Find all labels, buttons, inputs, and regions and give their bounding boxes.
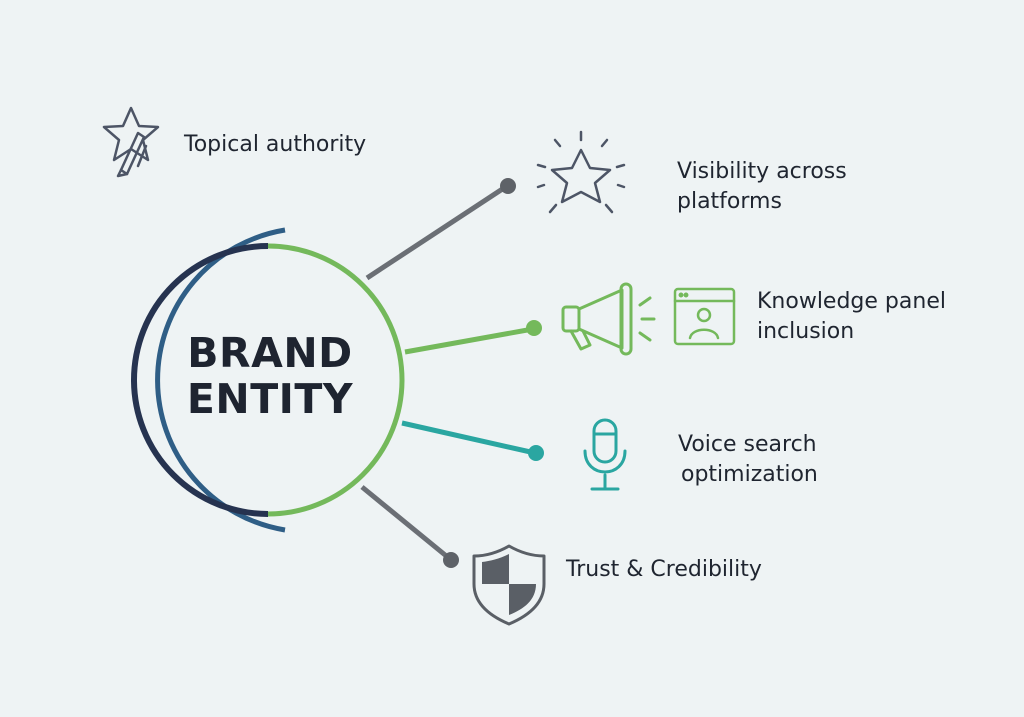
connector-visibility	[365, 183, 509, 281]
connector-dot-voice	[528, 445, 544, 461]
label-knowledge-panel: Knowledge panel inclusion	[757, 287, 946, 347]
topical-authority-text: Topical authority	[184, 132, 367, 157]
knowledge-text-line-1: Knowledge panel	[757, 289, 946, 314]
microphone-icon	[583, 418, 627, 491]
visibility-text-line-2: platforms	[677, 189, 782, 214]
connector-trust	[360, 485, 452, 561]
label-voice-search: Voice search optimization	[678, 430, 818, 490]
connector-knowledge	[404, 326, 534, 355]
visibility-text-line-1: Visibility across	[677, 159, 847, 184]
profile-panel-icon	[673, 287, 736, 346]
trust-text: Trust & Credibility	[566, 557, 762, 582]
shield-icon	[472, 544, 546, 626]
center-title-line-1: BRAND	[187, 329, 353, 377]
label-topical-authority: Topical authority	[184, 130, 366, 160]
megaphone-icon	[561, 282, 656, 356]
connector-dot-knowledge	[526, 320, 542, 336]
sparkle-star-icon	[536, 130, 626, 214]
green-ring-arc	[267, 243, 405, 517]
connector-voice	[401, 420, 536, 456]
center-title-line-2: ENTITY	[186, 375, 354, 423]
label-trust-credibility: Trust & Credibility	[566, 555, 762, 585]
connector-dot-visibility	[500, 178, 516, 194]
voice-text-line-1: Voice search	[678, 432, 817, 457]
brand-entity-title: BRAND ENTITY	[150, 330, 390, 422]
label-visibility: Visibility across platforms	[677, 157, 847, 217]
star-pen-icon	[102, 106, 160, 178]
knowledge-text-line-2: inclusion	[757, 319, 855, 344]
voice-text-line-2: optimization	[681, 462, 818, 487]
inner-navy-arc	[131, 243, 269, 517]
connector-dot-trust	[443, 552, 459, 568]
